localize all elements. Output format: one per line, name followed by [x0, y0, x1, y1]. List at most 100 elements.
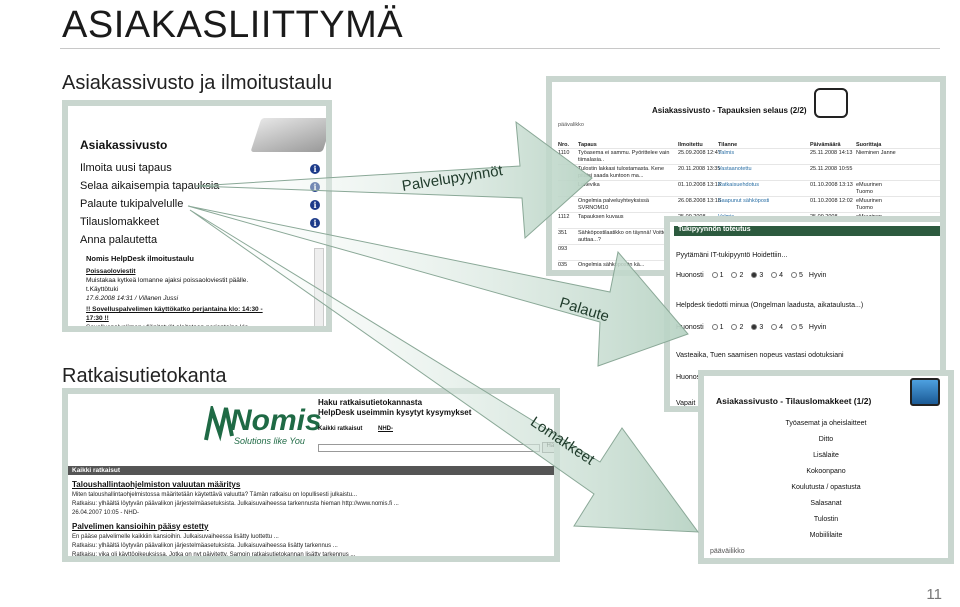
row-divider [558, 196, 940, 197]
table-cell: 25.09.2008 12:47 [678, 150, 721, 156]
noticeboard-title: Nomis HelpDesk ilmoitustaulu [86, 254, 194, 263]
rating-value: 2 [739, 272, 744, 279]
title-divider [60, 48, 940, 49]
form-link[interactable]: Salasanat [810, 500, 842, 507]
radio-button[interactable] [791, 272, 798, 279]
table-cell: 01.10.2008 13:13 [678, 182, 721, 188]
info-icon[interactable]: i [310, 218, 320, 228]
info-icon[interactable]: i [310, 182, 320, 192]
form-link[interactable]: Tulostin [813, 516, 839, 523]
rating-value: 5 [799, 324, 803, 331]
forms-title: Asiakassivusto - Tilauslomakkeet (1/2) [716, 396, 872, 406]
table-cell: 25.11.2008 14:13 [810, 150, 853, 156]
radio-button-selected[interactable] [751, 272, 758, 279]
row-divider [558, 180, 940, 181]
table-cell: eMuurinen Tuomo [856, 182, 882, 195]
question-1: Pyytämäni IT-tukipyyntö Hoidettiin... [676, 252, 788, 259]
row-divider [558, 148, 940, 149]
keyboard-image [250, 118, 326, 152]
form-link[interactable]: Mobiililaite [809, 532, 843, 539]
radio-button[interactable] [771, 324, 778, 331]
kb-article-title[interactable]: Palvelimen kansioihin pääsy estetty [72, 522, 209, 531]
notice-headline[interactable]: Poissaoloviestit [86, 268, 136, 275]
notice-text: t.Käyttötuki [86, 286, 119, 293]
row-divider [558, 212, 940, 213]
table-cell: eMuurinen Tuomo [856, 198, 882, 211]
rating-label: Huonosti [676, 272, 704, 279]
info-icon[interactable]: i [310, 164, 320, 174]
table-cell: Ratkaisuehdotus [718, 182, 759, 188]
radio-button[interactable] [791, 324, 798, 331]
table-cell[interactable]: Ongelmia palveluyhteyksissä SVRNOM10 [578, 198, 649, 211]
table-cell: 26.08.2008 13:18 [678, 198, 721, 204]
table-cell[interactable]: Tapauksen kuvaus [578, 214, 624, 220]
radio-button[interactable] [731, 324, 738, 331]
column-header[interactable]: Päivämäärä [810, 142, 841, 148]
table-cell: 093 [558, 246, 568, 252]
notice-text: Sovelluspalvelimen ylläpitotyöt aloiteta… [86, 324, 249, 331]
rating-end-label: Hyvin [808, 324, 827, 331]
link-all-solutions[interactable]: Kaikki ratkaisut [318, 426, 363, 432]
feedback-header: Tukipyynnön toteutus [674, 226, 940, 236]
table-cell: 1112 [558, 214, 570, 220]
form-link[interactable]: Ditto [818, 436, 834, 443]
menu-browse-cases[interactable]: Selaa aikaisempia tapauksia [80, 180, 220, 192]
notice-text: Muistakaa kytkeä lomanne ajaksi poissaol… [86, 277, 249, 284]
order-forms-screenshot: Asiakassivusto - Tilauslomakkeet (1/2) T… [698, 370, 954, 564]
form-link[interactable]: Työasemat ja oheislaitteet [785, 420, 867, 427]
form-link[interactable]: Lisälaite [813, 452, 839, 459]
table-cell[interactable]: Ongelmia sähköpostin kä... [578, 262, 645, 268]
table-cell: 01.10.2008 12:02 [810, 198, 853, 204]
table-cell: Valmis [718, 150, 735, 156]
kb-article-meta: 26.04.2007 10:05 - NHD- [72, 510, 140, 516]
column-header[interactable]: Tilanne [718, 142, 738, 148]
rating-value: 1 [719, 272, 724, 279]
radio-button-selected[interactable] [751, 324, 758, 331]
helpdesk-robot-icon [814, 88, 848, 118]
nomis-logo: Nomis Solutions like You [204, 404, 322, 448]
form-link[interactable]: Kokoonpano [806, 468, 846, 475]
notice-headline[interactable]: !! Sovelluspalvelimen käyttökatko perjan… [86, 306, 263, 313]
table-cell: 1110 [558, 150, 570, 156]
row-divider [558, 164, 940, 165]
column-header[interactable]: Ilmoitettu [678, 142, 703, 148]
rating-end-label: Hyvin [808, 272, 827, 279]
monitor-icon [910, 378, 940, 406]
table-cell: Saapunut sähköposti [718, 198, 770, 204]
noticeboard-scrollbar[interactable] [314, 248, 324, 326]
subtitle-customer-site: Asiakassivusto ja ilmoitustaulu [62, 72, 333, 94]
table-cell[interactable]: Tulostin lakkasi tulostamasta. Kene pitä… [578, 166, 665, 179]
menu-feedback-support[interactable]: Palaute tukipalvelulle [80, 198, 184, 210]
rating-value: 2 [739, 324, 744, 331]
table-cell: 25.11.2008 10:55 [810, 166, 853, 172]
kb-heading: Haku ratkaisutietokannasta [318, 398, 423, 407]
menu-give-feedback[interactable]: Anna palautetta [80, 234, 158, 246]
table-cell[interactable]: Laitevika [578, 182, 600, 188]
notice-headline[interactable]: 17:30 !! [86, 315, 109, 322]
radio-button[interactable] [731, 272, 738, 279]
kb-article-text: En pääse palvelimelle kaikkiin kansioihi… [72, 534, 279, 540]
radio-button[interactable] [711, 272, 718, 279]
table-cell[interactable]: Työasema ei sammu. Pyörittelee vain tiim… [578, 150, 670, 163]
link-nhd[interactable]: NHD- [378, 426, 393, 432]
menu-report-new-case[interactable]: Ilmoita uusi tapaus [80, 162, 172, 174]
kb-article-title[interactable]: Taloushallintaohjelmiston valuutan määri… [72, 480, 241, 489]
kb-search-input[interactable] [318, 444, 540, 452]
rating-row-2: Huonosti 1 2 3 4 5 Hyvin [676, 324, 826, 331]
main-menu-link[interactable]: pääväilikko [710, 548, 745, 555]
knowledge-base-screenshot: Nomis Solutions like You Haku ratkaisuti… [62, 388, 560, 562]
menu-order-forms[interactable]: Tilauslomakkeet [80, 216, 160, 228]
customer-site-screenshot: Asiakassivusto Ilmoita uusi tapaus Selaa… [62, 100, 332, 332]
kb-article-text: Ratkaisu: vika oli käyttöoikeuksissa. Jo… [72, 552, 356, 558]
field-label-cut: Vapait [676, 400, 696, 407]
rating-value: 3 [759, 324, 764, 331]
form-link[interactable]: Koulutusta / opastusta [791, 484, 861, 491]
info-icon[interactable]: i [310, 200, 320, 210]
column-header[interactable]: Suorittaja [856, 142, 882, 148]
arrow-label-feedback: Palaute [557, 294, 612, 326]
table-cell[interactable]: Sähköpostilaatikko on täynnä! Voitteko a… [578, 230, 673, 243]
radio-button[interactable] [771, 272, 778, 279]
radio-button[interactable] [711, 324, 718, 331]
question-3: Vasteaika, Tuen saamisen nopeus vastasi … [676, 352, 844, 359]
breadcrumb[interactable]: päävalikko [558, 122, 584, 128]
